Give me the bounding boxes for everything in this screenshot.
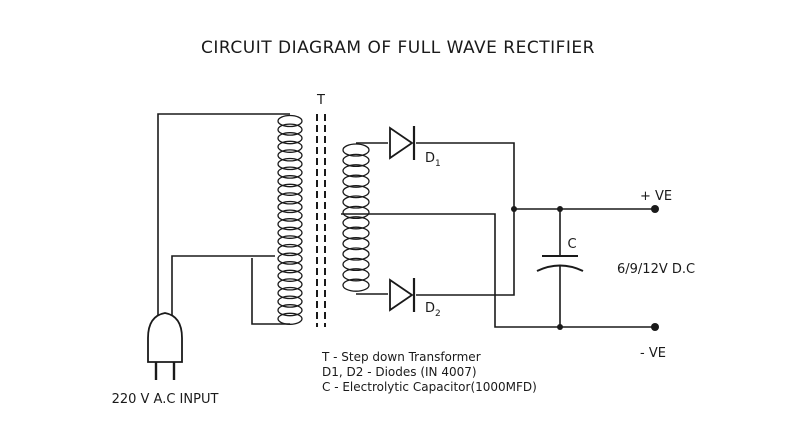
coil-loop (277, 132, 303, 145)
coil-loop (277, 304, 303, 317)
coil-loop (342, 216, 370, 230)
coil-loop (342, 247, 370, 261)
coil-loop (277, 192, 303, 205)
positive-terminal (651, 205, 659, 213)
coil-loop (277, 269, 303, 282)
junctions (511, 206, 563, 330)
secondary-wires (341, 142, 655, 328)
coil-loop (342, 205, 370, 220)
coil-loop (277, 123, 303, 136)
coil-loop (342, 153, 370, 168)
coil-loop (342, 143, 370, 157)
coil-loop (277, 209, 303, 222)
coil-loop (277, 261, 303, 274)
coil-loop (342, 195, 370, 209)
transformer-label: T (316, 93, 325, 108)
negative-label: - VE (640, 346, 666, 361)
coil-loop (342, 164, 370, 178)
coil-loop (277, 312, 303, 325)
transformer-core (316, 114, 326, 327)
coil-loop (277, 157, 303, 171)
coil-loop (277, 114, 303, 128)
diagram-title: CIRCUIT DIAGRAM OF FULL WAVE RECTIFIER (201, 38, 595, 58)
coil-loop (277, 252, 303, 265)
coil-loop (342, 174, 370, 188)
coil-loop (342, 226, 370, 240)
coil-loop (277, 175, 303, 188)
diode2-label: D2 (425, 301, 441, 319)
coil-loop (277, 286, 303, 300)
coil-loop (277, 140, 303, 153)
plug-icon (147, 312, 183, 380)
coil-loop (342, 257, 370, 272)
coil-loop (342, 278, 370, 292)
coil-loop (277, 295, 303, 308)
coil-loop (277, 218, 303, 231)
negative-terminal (651, 323, 659, 331)
legend-item-diodes: D1, D2 - Diodes (IN 4007) (322, 365, 477, 379)
coil-loop (342, 184, 370, 199)
diode1-label: D1 (425, 151, 441, 169)
coil-loop (277, 226, 303, 239)
coil-loop (277, 278, 303, 291)
positive-label: + VE (640, 189, 672, 204)
capacitor-label: C (567, 237, 576, 252)
input-label: 220 V A.C INPUT (112, 392, 219, 407)
coil-loop (342, 268, 370, 282)
coil-loop (277, 183, 303, 196)
coil-loop (277, 243, 303, 257)
coil-loop (277, 235, 303, 248)
diode-d1 (389, 126, 416, 160)
coil-loop (277, 166, 303, 179)
transformer-secondary-coil (342, 143, 370, 292)
legend-item-transformer: T - Step down Transformer (321, 350, 481, 364)
capacitor (536, 209, 584, 327)
primary-wires (157, 113, 290, 325)
output-voltage-label: 6/9/12V D.C (617, 262, 695, 277)
diode-d2 (389, 278, 416, 312)
legend-item-capacitor: C - Electrolytic Capacitor(1000MFD) (322, 380, 537, 394)
coil-loop (277, 149, 303, 162)
coil-loop (342, 236, 370, 251)
transformer-primary-coil (277, 114, 303, 325)
legend: T - Step down Transformer D1, D2 - Diode… (321, 350, 537, 394)
coil-loop (277, 200, 303, 214)
